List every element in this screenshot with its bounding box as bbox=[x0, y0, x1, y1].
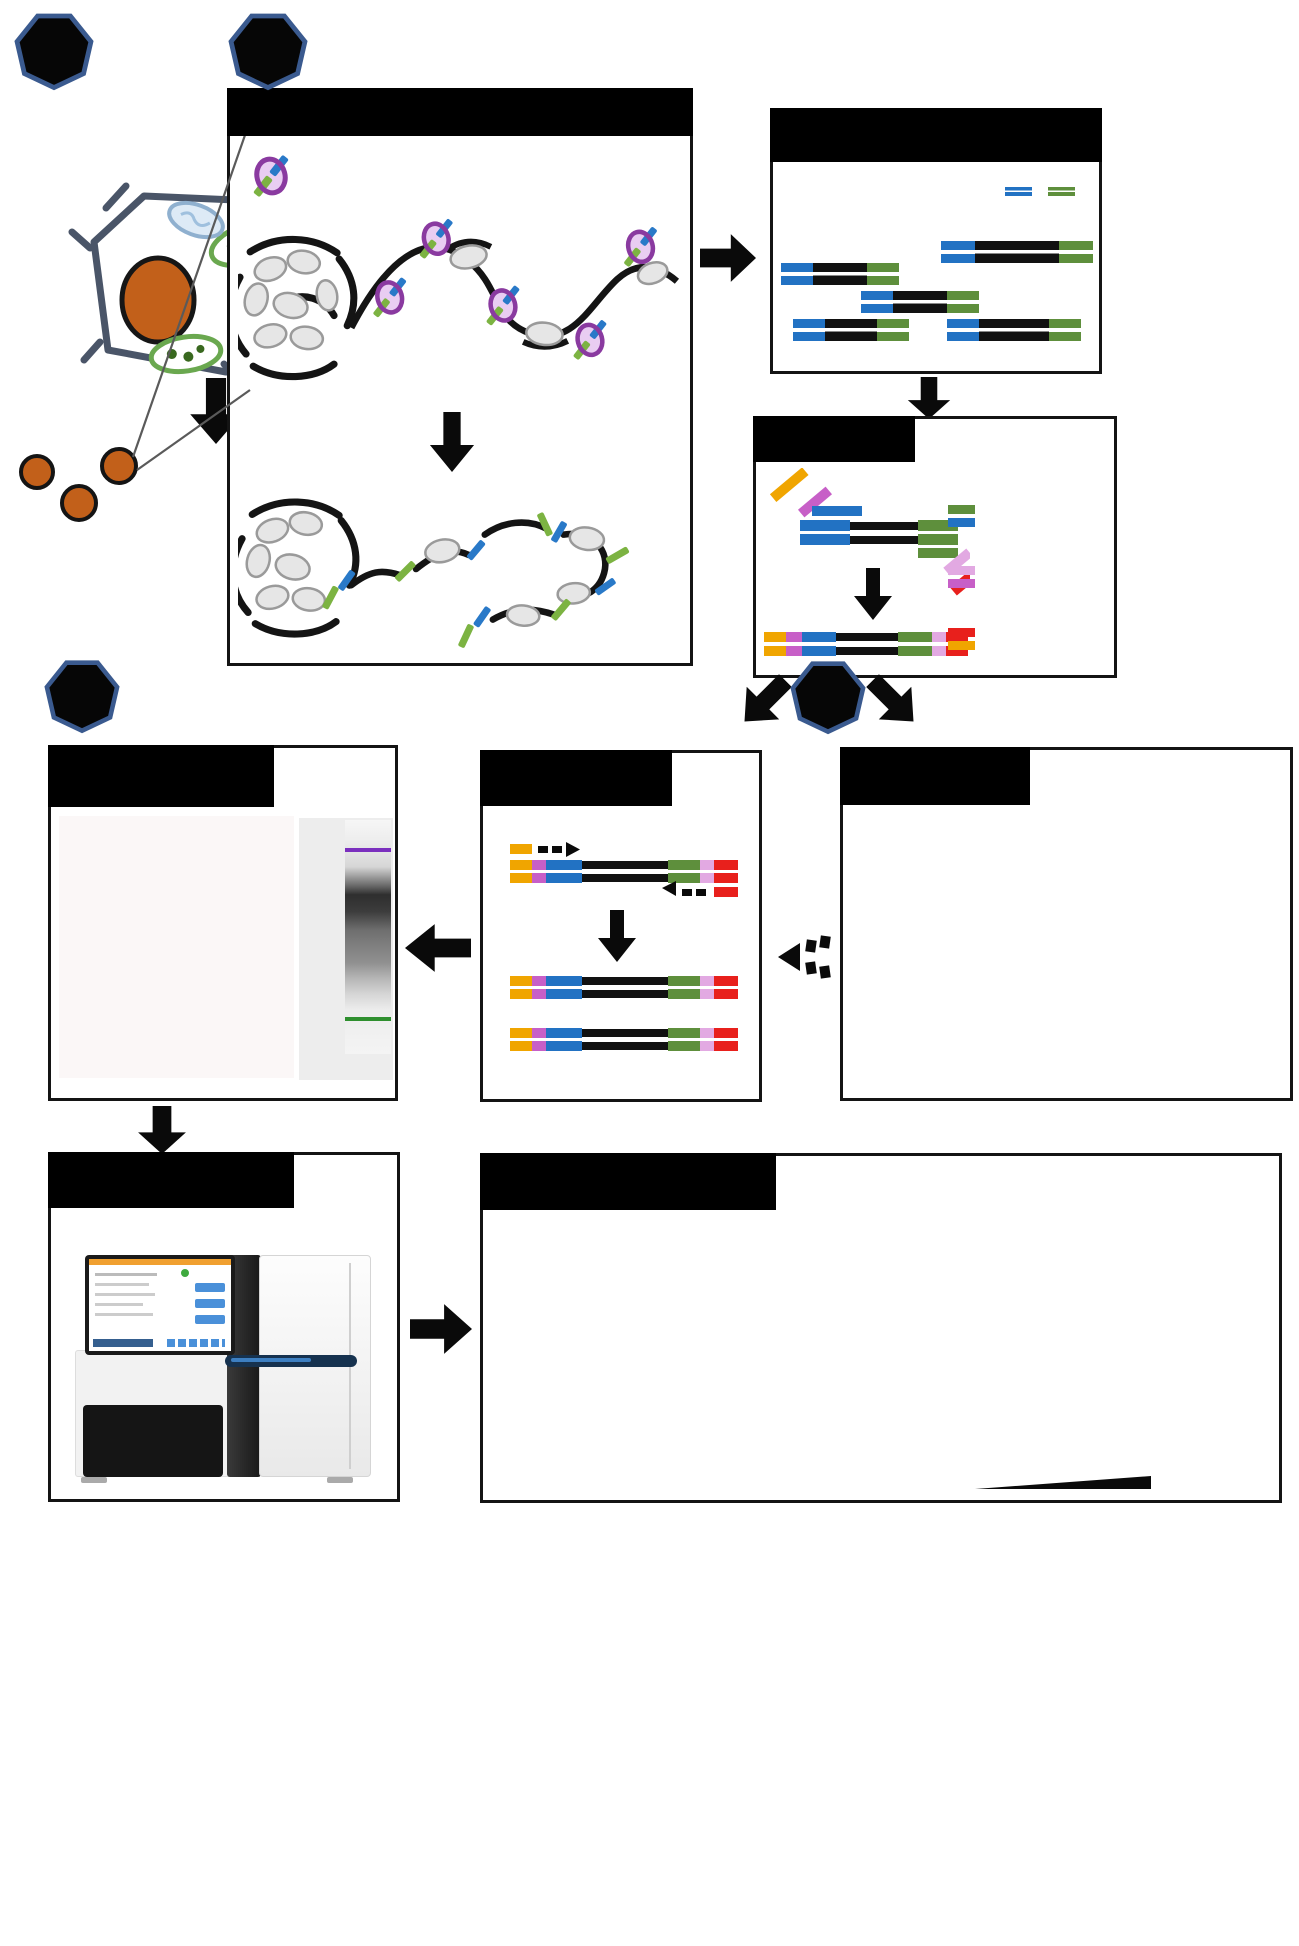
pcr1-step-arrow bbox=[854, 568, 892, 620]
sequencer-foot bbox=[81, 1477, 107, 1483]
screen-button bbox=[195, 1283, 225, 1292]
sequencer-illustration bbox=[75, 1255, 375, 1487]
dna-fragment bbox=[781, 263, 899, 285]
transposition-header bbox=[227, 88, 693, 136]
sequencer-foot bbox=[327, 1477, 353, 1483]
free-adapter-ends bbox=[322, 512, 630, 648]
transposition-to-purify-arrow bbox=[700, 234, 756, 282]
dna-fragment bbox=[941, 241, 1093, 263]
expression-gradient-legend bbox=[963, 1474, 1163, 1490]
sequencer-screen bbox=[89, 1259, 231, 1351]
qpcr-header bbox=[840, 747, 1030, 805]
step-badge-3 bbox=[790, 661, 866, 735]
pcr1-diagram bbox=[764, 468, 970, 656]
reverse-primer-dashed-arrow bbox=[662, 881, 706, 896]
sequencer-status-light bbox=[231, 1358, 311, 1362]
libraryqc-header bbox=[48, 745, 274, 807]
screen-taskbar bbox=[93, 1339, 153, 1347]
tn5-icon bbox=[253, 155, 289, 197]
red-primer-chip bbox=[948, 628, 975, 637]
sequencer-drawer bbox=[83, 1405, 223, 1477]
step-badge-2 bbox=[228, 13, 308, 91]
pcr1-barcodes-legend bbox=[948, 566, 985, 588]
blue-adapter-chip bbox=[948, 518, 975, 527]
organelle-1 bbox=[167, 200, 225, 240]
purify-adapters-legend bbox=[1005, 187, 1085, 196]
forward-primer-dashed-arrow bbox=[538, 842, 580, 857]
dna-fragment bbox=[947, 319, 1081, 341]
chromatin-with-tn5-illustration bbox=[238, 219, 680, 381]
pcr2-product-2 bbox=[510, 1028, 738, 1051]
pcr1-adapters-legend bbox=[948, 505, 985, 527]
gradient-wedge-icon bbox=[975, 1476, 1151, 1489]
gel-lower-marker-band bbox=[345, 1016, 391, 1021]
correlation-analysis-chart bbox=[905, 1224, 1255, 1472]
screen-line bbox=[95, 1283, 149, 1286]
step-badge-1 bbox=[14, 13, 94, 91]
gel-panel bbox=[299, 818, 393, 1080]
pcr2-step-arrow bbox=[598, 910, 636, 962]
qpcr-box bbox=[840, 747, 1293, 1101]
nucleosome-on-dna bbox=[446, 238, 669, 350]
analysis-header bbox=[480, 1153, 776, 1210]
screen-button bbox=[195, 1299, 225, 1308]
purify-header bbox=[770, 108, 1102, 162]
sequencer-status-slot bbox=[225, 1355, 357, 1367]
screen-green-dot bbox=[181, 1269, 189, 1277]
screen-button bbox=[195, 1315, 225, 1324]
screen-line bbox=[95, 1313, 153, 1316]
gel-upper-marker-band bbox=[345, 848, 391, 853]
analysis-box bbox=[480, 1153, 1282, 1503]
sequencing-header bbox=[48, 1152, 294, 1208]
isolated-nuclei bbox=[19, 447, 138, 522]
screen-top-bar bbox=[89, 1259, 231, 1265]
dark-barcode-chip bbox=[948, 579, 975, 588]
tn5-molecules bbox=[373, 219, 657, 360]
libraryqc-to-sequencing-arrow bbox=[138, 1106, 186, 1154]
fragment-distribution-chart bbox=[535, 1218, 867, 1480]
pcr1-primers-legend bbox=[948, 628, 985, 650]
pcr1-header bbox=[753, 416, 915, 462]
green-adapter-chip bbox=[1048, 187, 1075, 196]
light-barcode-chip bbox=[948, 566, 975, 575]
pcr2-template bbox=[510, 860, 738, 883]
blue-adapter-chip bbox=[1005, 187, 1032, 196]
screen-thumbnails bbox=[167, 1339, 225, 1347]
pcr2-header bbox=[480, 750, 672, 806]
fragmented-chromatin-illustration bbox=[238, 498, 630, 648]
screen-line bbox=[95, 1293, 155, 1296]
screen-line bbox=[95, 1303, 143, 1306]
sequencer-monitor bbox=[85, 1255, 235, 1355]
orange-primer-chip bbox=[948, 641, 975, 650]
dna-fragment bbox=[793, 319, 909, 341]
pcr2-product-1 bbox=[510, 976, 738, 999]
green-adapter-chip bbox=[948, 505, 975, 514]
pcr1-product bbox=[764, 632, 968, 656]
screen-line bbox=[95, 1273, 157, 1276]
bioanalyzer-trace-chart bbox=[59, 816, 294, 1078]
purify-to-pcr1-arrow bbox=[907, 377, 951, 419]
nucleus bbox=[119, 255, 197, 345]
pcr2-to-libraryqc-arrow bbox=[405, 924, 471, 972]
pcr2-diagram bbox=[510, 842, 738, 1051]
qpcr-to-pcr2-dashed-arrow bbox=[778, 935, 831, 979]
sequencing-box bbox=[48, 1152, 400, 1502]
gel-lane bbox=[345, 820, 391, 1054]
dna-fragment bbox=[861, 291, 979, 313]
step-badge-4 bbox=[44, 660, 120, 734]
qpcr-amplification-chart bbox=[849, 814, 1289, 1098]
sequencing-to-analysis-arrow bbox=[410, 1304, 472, 1354]
